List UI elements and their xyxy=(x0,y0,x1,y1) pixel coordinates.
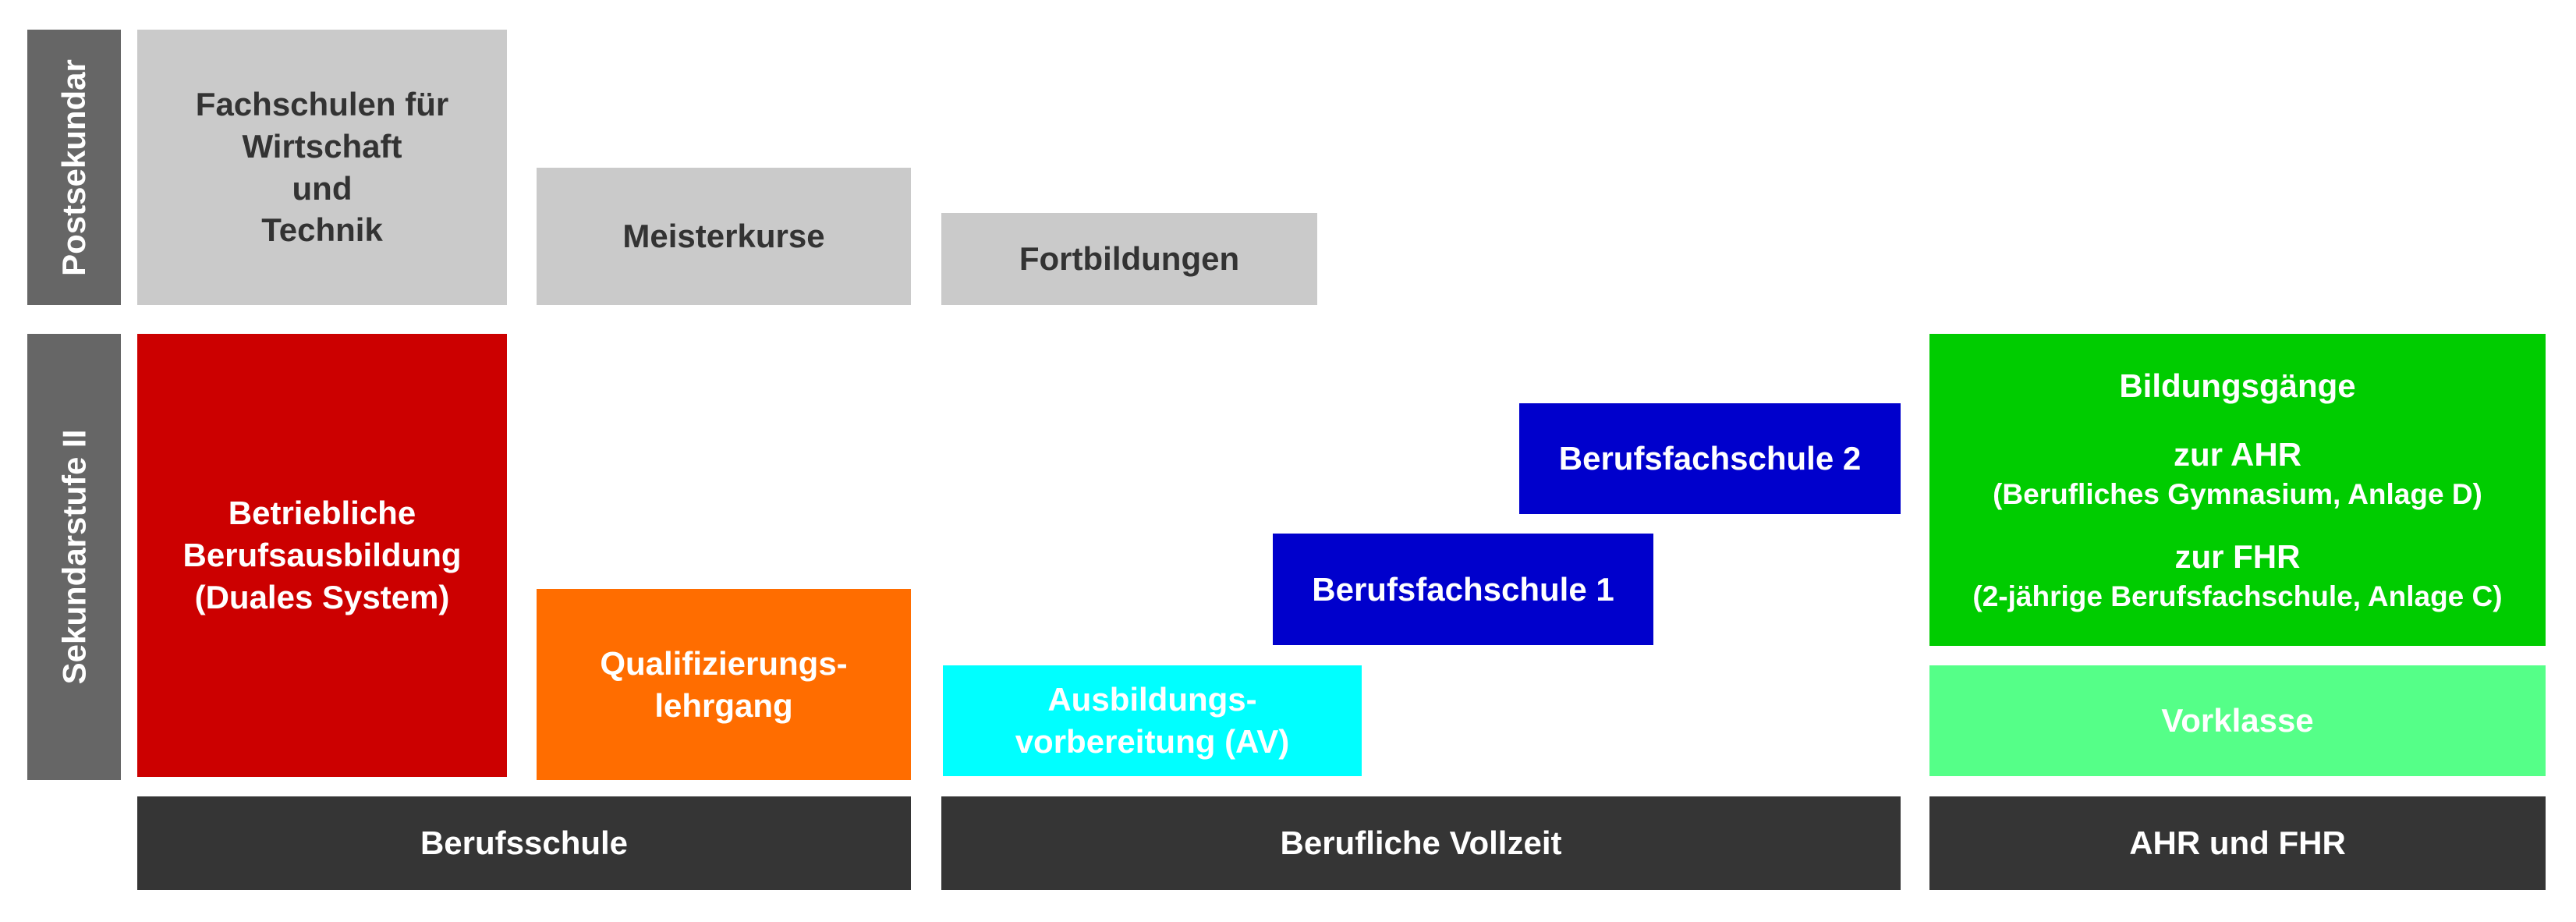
duales-system-box: Betriebliche Berufsausbildung (Duales Sy… xyxy=(137,334,507,777)
fachschulen-line-2: Wirtschaft xyxy=(242,127,402,165)
berufliche-vollzeit-label: Berufliche Vollzeit xyxy=(1280,824,1562,862)
duales-line-1: Betriebliche xyxy=(228,495,416,532)
fachschulen-box: Fachschulen für Wirtschaft und Technik xyxy=(137,30,507,305)
berufsfachschule-2-label: Berufsfachschule 2 xyxy=(1558,440,1862,477)
level-label-sekundarstufe: Sekundarstufe II xyxy=(27,334,121,780)
berufsfachschule-1-box: Berufsfachschule 1 xyxy=(1273,534,1653,645)
fhr-label: zur FHR xyxy=(2174,537,2301,575)
berufsfachschule-2-box: Berufsfachschule 2 xyxy=(1519,403,1901,514)
vorklasse-label: Vorklasse xyxy=(2161,702,2314,739)
fortbildungen-box: Fortbildungen xyxy=(941,213,1317,305)
ahr-note: (Berufliches Gymnasium, Anlage D) xyxy=(1993,477,2482,510)
fachschulen-line-4: Technik xyxy=(261,211,383,249)
ahr-fhr-label: AHR und FHR xyxy=(2129,824,2346,862)
fortbildungen-label: Fortbildungen xyxy=(1019,240,1240,278)
berufsschule-bar: Berufsschule xyxy=(137,796,911,890)
bildungsgaenge-box: Bildungsgänge zur AHR (Berufliches Gymna… xyxy=(1929,334,2546,646)
ausbildung-line-1: Ausbildungs- xyxy=(1047,681,1257,718)
fhr-group: zur FHR (2-jährige Berufsfachschule, Anl… xyxy=(1972,536,2502,615)
qualifizierungslehrgang-box: Qualifizierungs- lehrgang xyxy=(537,589,911,780)
fachschulen-line-1: Fachschulen für xyxy=(195,86,449,122)
ahr-fhr-bar: AHR und FHR xyxy=(1929,796,2546,890)
berufsschule-label: Berufsschule xyxy=(420,824,629,862)
bildungsgaenge-title: Bildungsgänge xyxy=(2119,367,2356,405)
ahr-label: zur AHR xyxy=(2173,435,2302,473)
ahr-group: zur AHR (Berufliches Gymnasium, Anlage D… xyxy=(1993,434,2482,512)
level-label-sekundarstufe-text: Sekundarstufe II xyxy=(55,429,93,685)
qualifizierung-line-2: lehrgang xyxy=(654,686,793,724)
duales-line-3: (Duales System) xyxy=(194,578,450,615)
ausbildungsvorbereitung-box: Ausbildungs- vorbereitung (AV) xyxy=(943,665,1362,776)
level-label-postsekundar: Postsekundar xyxy=(27,30,121,305)
berufliche-vollzeit-bar: Berufliche Vollzeit xyxy=(941,796,1901,890)
duales-line-2: Berufsausbildung xyxy=(182,537,462,574)
meisterkurse-label: Meisterkurse xyxy=(622,218,825,255)
ausbildung-line-2: vorbereitung (AV) xyxy=(1015,723,1290,760)
meisterkurse-box: Meisterkurse xyxy=(537,168,911,305)
fachschulen-line-3: und xyxy=(292,169,353,207)
level-label-postsekundar-text: Postsekundar xyxy=(55,59,93,276)
fhr-note: (2-jährige Berufsfachschule, Anlage C) xyxy=(1972,580,2503,612)
vorklasse-box: Vorklasse xyxy=(1929,665,2546,776)
qualifizierung-line-1: Qualifizierungs- xyxy=(600,644,848,682)
berufsfachschule-1-label: Berufsfachschule 1 xyxy=(1312,570,1614,608)
